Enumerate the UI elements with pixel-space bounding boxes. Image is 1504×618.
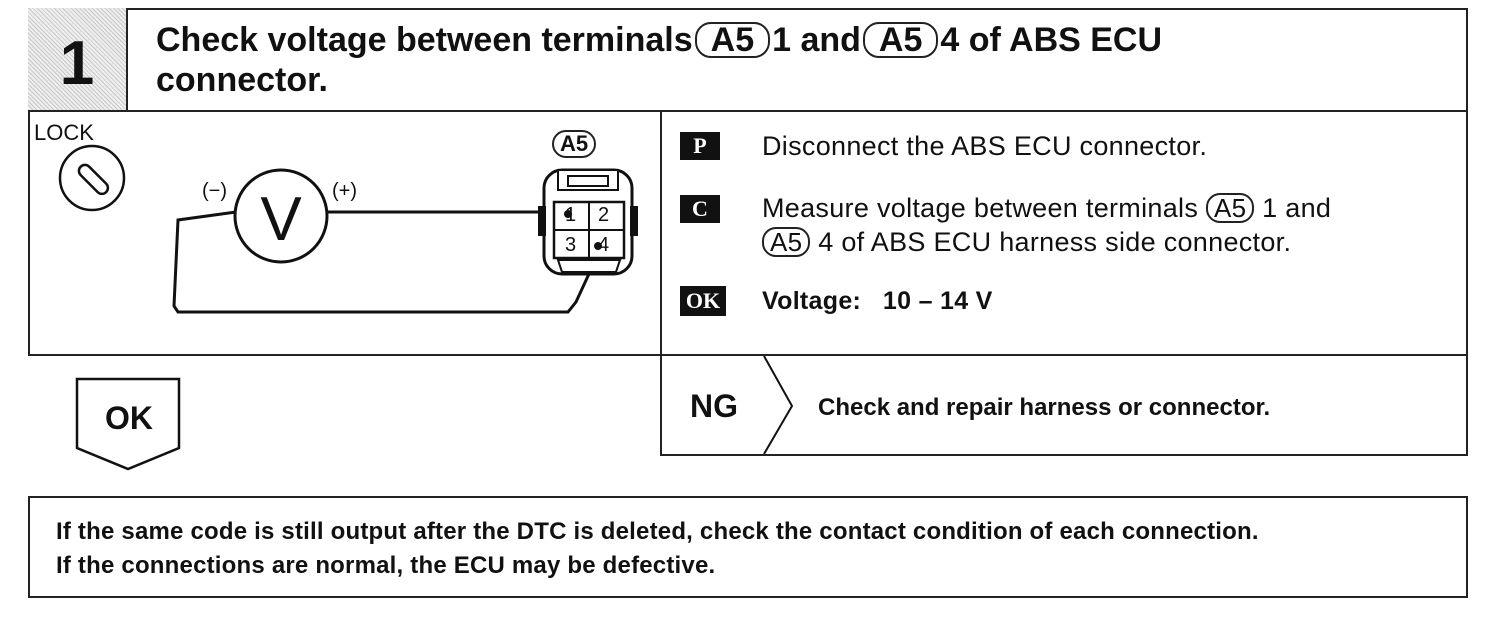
ng-result-action: Check and repair harness or connector. <box>818 394 1271 421</box>
note-box <box>28 496 1468 598</box>
pin-3-label: 3 <box>565 234 577 256</box>
ok-spec: Voltage: 10 – 14 V <box>762 284 993 318</box>
negative-lead <box>172 210 602 314</box>
prepare-instruction: Disconnect the ABS ECU connector. <box>762 131 1208 161</box>
check-badge: C <box>680 195 720 223</box>
instruction-panel <box>660 110 1468 356</box>
check-instruction: Measure voltage between terminals A5 1 a… <box>762 193 1332 257</box>
pin-2-label: 2 <box>598 204 610 226</box>
terminal-tag: A5 <box>1205 193 1255 223</box>
ng-result-label: NG <box>690 388 738 424</box>
negative-terminal-label: (−) <box>202 180 227 202</box>
ignition-lock-icon <box>58 144 126 212</box>
terminal-tag: A5 <box>862 22 939 58</box>
voltmeter-icon: V <box>233 168 329 264</box>
connector-a5-icon <box>538 168 638 276</box>
prepare-badge: P <box>680 132 720 160</box>
ok-spec-badge: OK <box>680 286 726 316</box>
note-line-2: If the connections are normal, the ECU m… <box>56 552 716 579</box>
positive-terminal-label: (+) <box>332 180 357 202</box>
terminal-tag: A5 <box>694 22 771 58</box>
step-title-line2: connector. <box>156 61 328 99</box>
ok-spec-label: Voltage: <box>762 287 862 315</box>
ok-spec-value: 10 – 14 V <box>882 287 993 315</box>
ok-result-arrow <box>75 377 181 471</box>
pin-4-label: 4 <box>598 234 610 256</box>
note-text: If the same code is still output after t… <box>56 515 1456 583</box>
note-line-1: If the same code is still output after t… <box>56 518 1259 545</box>
connector-label: A5 <box>552 130 597 158</box>
terminal-tag: A5 <box>762 227 811 257</box>
svg-text:V: V <box>260 185 302 254</box>
ng-result-box <box>660 354 1468 456</box>
lock-label: LOCK <box>34 120 94 145</box>
step-number: 1 <box>59 29 95 98</box>
ok-result-label: OK <box>105 400 153 436</box>
pin-1-label: 1 <box>565 204 577 226</box>
step-number-box: 1 <box>28 8 128 110</box>
wiring-diagram: V <box>58 144 638 314</box>
ng-chevron <box>763 356 794 454</box>
